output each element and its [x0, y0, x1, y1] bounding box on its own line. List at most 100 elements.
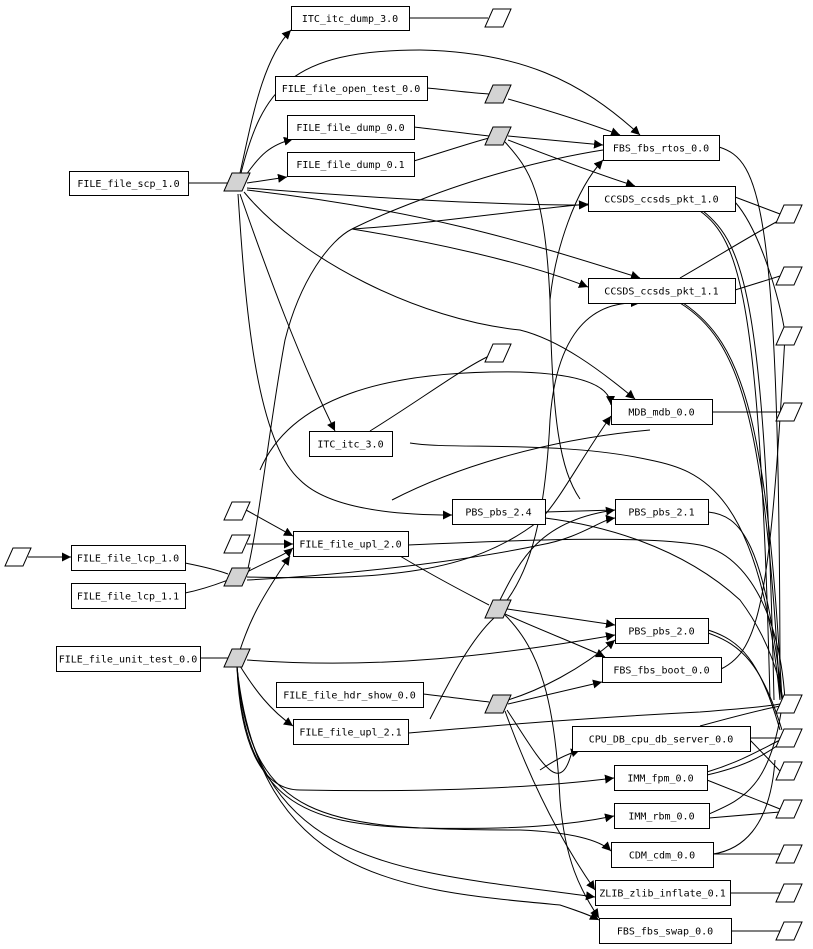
- node-box: [572, 726, 751, 752]
- node-mdb-0-0[interactable]: MDB_mdb_0.0: [611, 399, 713, 425]
- port-p-itcdump[interactable]: [484, 8, 512, 28]
- node-file-unit-test-0-0[interactable]: FILE_file_unit_test_0.0: [56, 646, 201, 672]
- edge: [243, 191, 636, 400]
- node-imm-fpm-0-0[interactable]: IMM_fpm_0.0: [614, 765, 708, 791]
- edge: [699, 210, 771, 701]
- node-pbs-2-1[interactable]: PBS_pbs_2.1: [615, 499, 709, 525]
- node-label: FBS_fbs_swap_0.0: [617, 927, 713, 938]
- port-p-r1[interactable]: [775, 204, 803, 224]
- node-pbs-2-4[interactable]: PBS_pbs_2.4: [452, 499, 546, 525]
- edge: [413, 126, 490, 137]
- port-p-r10[interactable]: [775, 883, 803, 903]
- node-ccsds-pkt-1-1[interactable]: CCSDS_ccsds_pkt_1.1: [588, 278, 736, 304]
- node-itc-dump-3-0[interactable]: ITC_itc_dump_3.0: [291, 6, 410, 31]
- node-fbs-boot-0-0[interactable]: FBS_fbs_boot_0.0: [602, 657, 722, 683]
- port-p-upl-a[interactable]: [223, 501, 251, 521]
- node-cpu-db-server-0-0[interactable]: CPU_DB_cpu_db_server_0.0: [572, 726, 751, 752]
- junction-j-lcp[interactable]: [223, 567, 251, 587]
- edges: [28, 17, 786, 932]
- node-label: PBS_pbs_2.4: [465, 508, 531, 519]
- edge: [409, 442, 781, 701]
- edge: [245, 509, 294, 537]
- edge: [246, 173, 288, 184]
- node-label: CCSDS_ccsds_pkt_1.0: [604, 195, 718, 206]
- port-p-r9[interactable]: [775, 844, 803, 864]
- node-fbs-rtos-0-0[interactable]: FBS_fbs_rtos_0.0: [603, 135, 720, 161]
- edge: [544, 517, 784, 701]
- node-label: ITC_itc_dump_3.0: [302, 14, 398, 25]
- edge: [236, 666, 615, 829]
- junction-j-unit[interactable]: [223, 648, 251, 668]
- node-pbs-2-0[interactable]: PBS_pbs_2.0: [615, 618, 709, 644]
- port-p-itc3[interactable]: [484, 343, 512, 363]
- node-box: [603, 135, 720, 161]
- edge: [549, 159, 604, 301]
- node-imm-rbm-0-0[interactable]: IMM_rbm_0.0: [614, 803, 710, 829]
- edge: [544, 509, 616, 513]
- node-label: FILE_file_lcp_1.0: [77, 554, 179, 565]
- port-p-r7[interactable]: [775, 761, 803, 781]
- edge: [239, 665, 294, 727]
- port-p-r2[interactable]: [775, 266, 803, 286]
- node-file-upl-2-1[interactable]: FILE_file_upl_2.1: [293, 719, 409, 745]
- edge: [236, 666, 596, 901]
- node-label: MDB_mdb_0.0: [628, 408, 694, 419]
- edge: [734, 196, 781, 215]
- node-label: ITC_itc_3.0: [317, 440, 383, 451]
- junction-j-mid[interactable]: [484, 599, 512, 619]
- port-p-r6[interactable]: [775, 728, 803, 748]
- node-file-dump-0-1[interactable]: FILE_file_dump_0.1: [287, 152, 415, 177]
- edge: [237, 193, 453, 520]
- edge: [413, 137, 490, 162]
- node-box: [56, 646, 201, 672]
- edge: [246, 547, 294, 573]
- node-label: FILE_file_lcp_1.1: [77, 592, 179, 603]
- edge: [734, 201, 786, 334]
- node-file-open-test-0-0[interactable]: FILE_file_open_test_0.0: [275, 76, 428, 101]
- node-box: [287, 152, 415, 177]
- junction-j-hdr[interactable]: [484, 694, 512, 714]
- edge: [707, 629, 781, 731]
- node-file-upl-2-0[interactable]: FILE_file_upl_2.0: [293, 531, 409, 557]
- port-p-r5[interactable]: [775, 694, 803, 714]
- node-label: PBS_pbs_2.1: [628, 508, 694, 519]
- junction-j-open[interactable]: [484, 84, 512, 104]
- node-label: FBS_fbs_rtos_0.0: [613, 144, 709, 155]
- edge: [399, 555, 490, 606]
- node-file-lcp-1-1[interactable]: FILE_file_lcp_1.1: [71, 583, 186, 609]
- edge: [407, 538, 786, 701]
- port-p-lcp-in[interactable]: [4, 547, 32, 567]
- edge: [506, 608, 616, 629]
- node-file-scp-1-0[interactable]: FILE_file_scp_1.0: [69, 171, 189, 196]
- junction-j-dump[interactable]: [484, 126, 512, 146]
- node-box: [611, 399, 713, 425]
- edge: [426, 87, 490, 95]
- node-box: [588, 186, 736, 212]
- node-label: FILE_file_unit_test_0.0: [59, 655, 197, 666]
- port-p-r8[interactable]: [775, 799, 803, 819]
- node-label: FILE_file_upl_2.0: [299, 540, 401, 551]
- node-file-hdr-show-0-0[interactable]: FILE_file_hdr_show_0.0: [276, 682, 424, 708]
- port-p-r3[interactable]: [775, 326, 803, 346]
- junction-j-scp[interactable]: [223, 172, 251, 192]
- node-zlib-inflate-0-1[interactable]: ZLIB_zlib_inflate_0.1: [595, 880, 731, 906]
- edge: [429, 616, 496, 720]
- port-p-upl-b[interactable]: [223, 534, 251, 554]
- port-p-r4[interactable]: [775, 402, 803, 422]
- node-file-dump-0-0[interactable]: FILE_file_dump_0.0: [287, 115, 415, 140]
- edge: [236, 666, 615, 792]
- edge: [708, 705, 783, 815]
- port-p-r11[interactable]: [775, 921, 803, 941]
- edge: [246, 415, 612, 579]
- node-itc-3-0[interactable]: ITC_itc_3.0: [309, 431, 393, 457]
- node-label: CDM_cdm_0.0: [629, 851, 695, 862]
- node-box: [595, 880, 731, 906]
- edge: [699, 705, 781, 727]
- node-cdm-0-0[interactable]: CDM_cdm_0.0: [611, 842, 714, 868]
- node-file-lcp-1-0[interactable]: FILE_file_lcp_1.0: [71, 545, 186, 571]
- node-label: FILE_file_upl_2.1: [299, 728, 401, 739]
- edge: [499, 506, 616, 601]
- node-ccsds-pkt-1-0[interactable]: CCSDS_ccsds_pkt_1.0: [588, 186, 736, 212]
- node-fbs-swap-0-0[interactable]: FBS_fbs_swap_0.0: [599, 918, 732, 944]
- edge: [679, 302, 781, 701]
